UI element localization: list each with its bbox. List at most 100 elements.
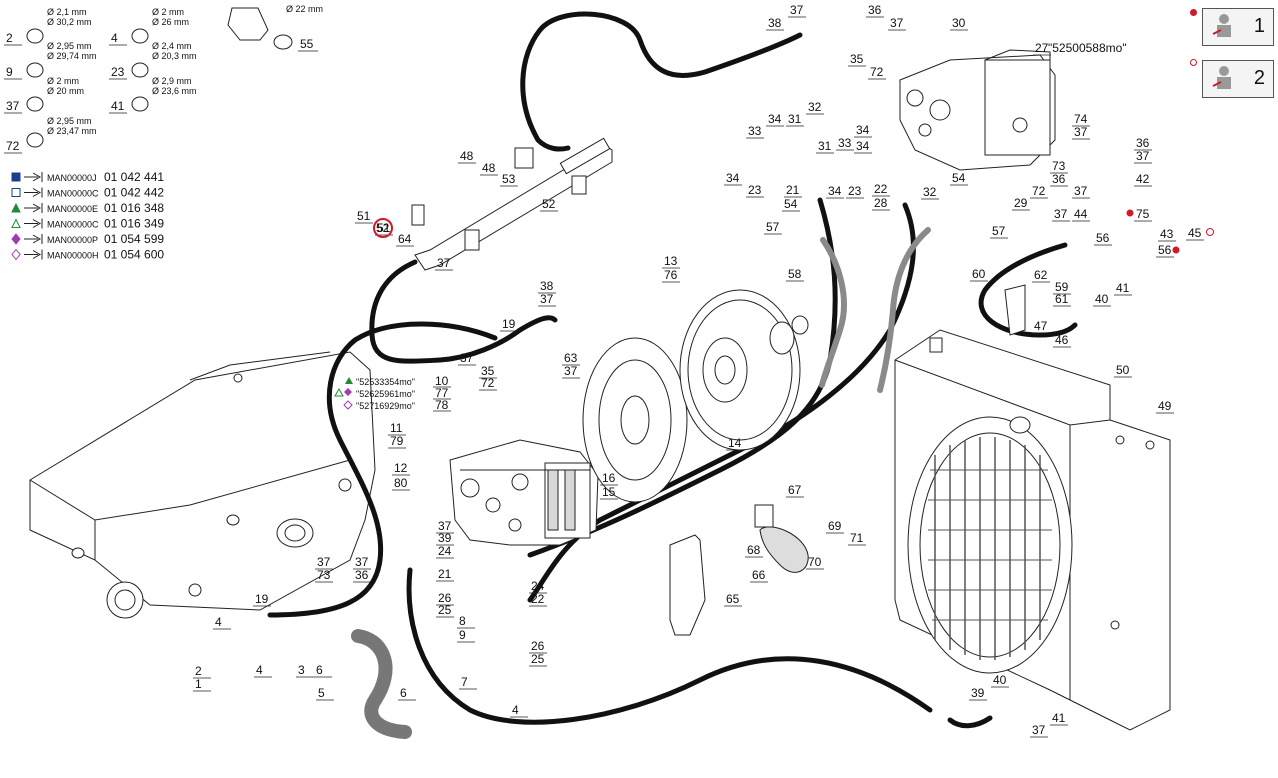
o-ring-spec-37: 37Ø 2 mmØ 20 mm xyxy=(4,76,84,114)
part-number: 2 xyxy=(6,31,13,45)
part-number: 9 xyxy=(459,628,466,642)
cross-section-diameter: Ø 2,9 mm xyxy=(152,76,192,86)
bracket-65 xyxy=(669,534,706,636)
part-callout: 48 xyxy=(480,161,498,176)
part-number: 37 xyxy=(437,256,451,270)
legend-symbol xyxy=(11,248,21,261)
part-number: 41 xyxy=(1052,711,1066,725)
part-number: 69 xyxy=(828,519,842,533)
part-number: 79 xyxy=(390,434,404,448)
part-callout: 54 xyxy=(950,171,968,186)
part-callout: 6 xyxy=(314,663,332,678)
part-number: 49 xyxy=(1158,399,1172,413)
part-number: 23 xyxy=(848,184,862,198)
part-callout: 51 xyxy=(355,209,373,224)
part-number: 34 xyxy=(828,184,842,198)
part-number: 73 xyxy=(317,568,331,582)
part-callout: 49 xyxy=(1156,399,1174,414)
highlighted-part-52[interactable]: 52 xyxy=(373,218,393,238)
part-number: 37 xyxy=(1074,184,1088,198)
part-callout: 44 xyxy=(1072,207,1090,222)
part-callout: 67 xyxy=(786,483,804,498)
part-callout: 32 xyxy=(806,100,824,115)
part-number: 72 xyxy=(481,376,495,390)
part-number: 27 xyxy=(1035,41,1049,55)
part-callout: 53 xyxy=(500,172,518,187)
part-callout: 8 xyxy=(457,614,475,629)
variant-symbol xyxy=(343,400,353,410)
part-callout: 73 xyxy=(1050,159,1068,174)
part-callout: 19 xyxy=(500,317,518,332)
inner-diameter: Ø 20 mm xyxy=(47,86,84,96)
pump-variants: "52533354mo"10"52625961mo"77"52716929mo"… xyxy=(334,374,451,412)
part-number: 26 xyxy=(531,639,545,653)
part-number: 40 xyxy=(993,673,1007,687)
inner-diameter: Ø 23,6 mm xyxy=(152,86,197,96)
part-callout: 39 xyxy=(436,531,454,546)
part-number: 37 xyxy=(1032,723,1046,737)
part-number: 66 xyxy=(752,568,766,582)
badge-number: 2 xyxy=(1253,67,1265,89)
part-callout: 69 xyxy=(826,519,844,534)
part-callout: 34 xyxy=(826,184,844,199)
part-callout: 23 xyxy=(846,184,864,199)
part-number: 9 xyxy=(6,65,13,79)
part-number: 45 xyxy=(1188,226,1202,240)
part-number: 24 xyxy=(438,544,452,558)
flywheel-coupling xyxy=(582,289,809,503)
part-number: 37 xyxy=(564,364,578,378)
upper-tube-bracket xyxy=(411,137,613,271)
part-number: 76 xyxy=(664,268,678,282)
part-number: 19 xyxy=(502,317,516,331)
variant-symbol xyxy=(334,387,344,397)
part-callout: 61 xyxy=(1053,292,1071,307)
part-number: 52 xyxy=(542,197,556,211)
part-number: 54 xyxy=(952,171,966,185)
bracket-58 xyxy=(1004,284,1026,336)
part-callout: 25 xyxy=(529,652,547,667)
part-number: 36 xyxy=(355,568,369,582)
part-callout: 41 xyxy=(1050,711,1068,726)
part-number: 68 xyxy=(747,543,761,557)
part-callout: 37 xyxy=(788,3,806,18)
part-callout: 39 xyxy=(969,686,987,701)
position-badge-2: 2 xyxy=(1202,60,1274,98)
badge-number: 1 xyxy=(1253,15,1265,37)
part-callout: 24 xyxy=(436,544,454,559)
part-number: 37 xyxy=(1136,149,1150,163)
part-number: 4 xyxy=(215,615,222,629)
part-number: 56 xyxy=(1096,231,1110,245)
part-number: 21 xyxy=(786,183,800,197)
part-callout: 26 xyxy=(529,639,547,654)
part-number: 67 xyxy=(788,483,802,497)
part-callout: 37 xyxy=(353,555,371,570)
part-callout: 80 xyxy=(392,476,410,491)
part-number: 23 xyxy=(111,65,125,79)
part-number: 64 xyxy=(398,232,412,246)
part-number: 4 xyxy=(111,31,118,45)
part-number: 10 xyxy=(435,374,449,388)
part-code: 01 054 599 xyxy=(104,232,164,246)
part-callout: 72 xyxy=(479,376,497,391)
part-callout: 68 xyxy=(745,543,763,558)
part-callout: 37 xyxy=(315,555,333,570)
part-callout: 37 xyxy=(436,519,454,534)
part-callout: 37 xyxy=(888,16,906,31)
part-callout: 45 xyxy=(1186,226,1204,241)
serial-arrow-icon xyxy=(24,187,43,198)
part-number: 30 xyxy=(952,16,966,30)
part-number: 58 xyxy=(788,267,802,281)
part-number: 65 xyxy=(726,592,740,606)
part-number: 72 xyxy=(6,139,20,153)
part-number: 4 xyxy=(256,663,263,677)
part-callout: 37 xyxy=(1052,207,1070,222)
variant-symbol xyxy=(345,377,353,384)
cross-section-diameter: Ø 2,95 mm xyxy=(47,41,92,51)
part-number: 3 xyxy=(298,663,305,677)
part-number: 25 xyxy=(531,652,545,666)
part-number: 4 xyxy=(512,703,519,717)
inner-diameter: Ø 29,74 mm xyxy=(47,51,97,61)
